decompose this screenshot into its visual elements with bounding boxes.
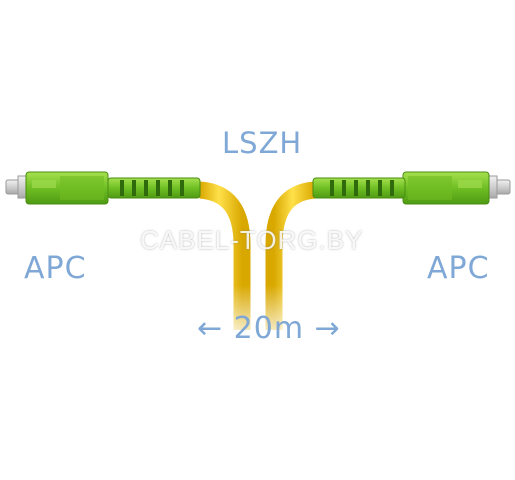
cable-type-label: LSZH [222, 126, 303, 160]
watermark: CABEL-TORG.BY [140, 225, 364, 255]
right-cable [265, 181, 317, 330]
left-cable [198, 181, 251, 330]
right-connector-label: APC [427, 251, 490, 286]
right-sc-apc-connector [312, 171, 511, 205]
left-connector-label: APC [24, 251, 87, 286]
length-label: ← 20m → [197, 311, 341, 346]
left-sc-apc-connector [5, 171, 201, 205]
